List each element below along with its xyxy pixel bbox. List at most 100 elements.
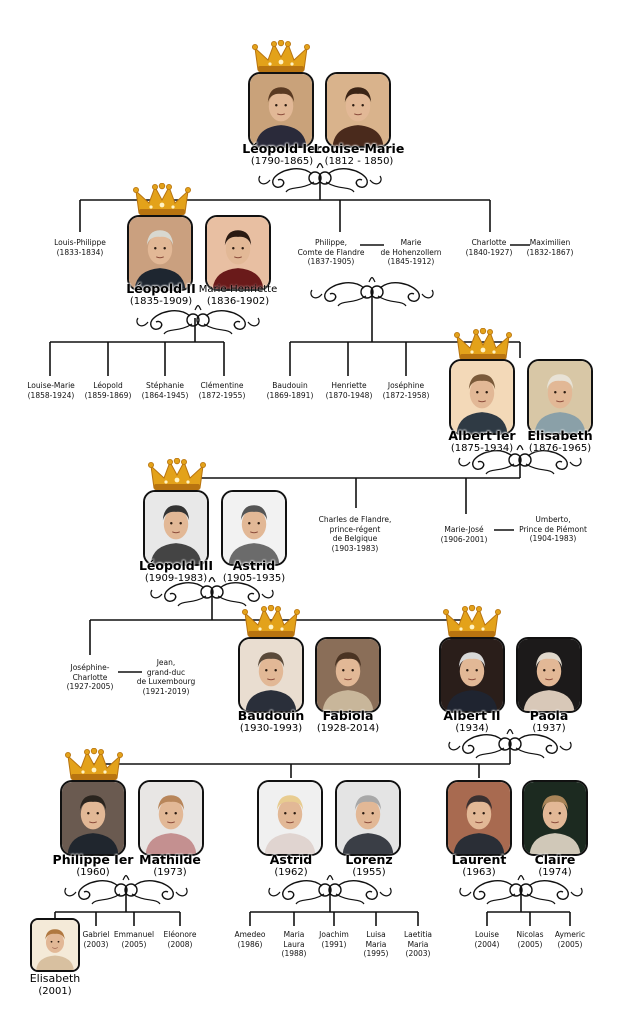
child-flandre-2: Joséphine (1872-1958) [383,381,430,400]
portrait-icon [145,492,207,564]
portrait-icon [448,782,510,854]
charlotte: Charlotte (1840-1927) [466,238,513,257]
child-flandre-0: Baudouin (1869-1891) [267,381,314,400]
name-leopold-3: Léopold III [139,559,213,573]
portrait-icon [140,782,202,854]
portrait-leopold-2 [127,215,193,291]
name-astrid: Astrid [270,853,313,867]
portrait-icon [240,639,302,711]
portrait-icon [529,361,591,433]
portrait-icon [524,782,586,854]
years-leopold-3: (1909-1983) [145,573,207,585]
portrait-icon [441,639,503,711]
portrait-icon [250,74,312,146]
portrait-lorenz [335,780,401,856]
marie-de-hohenzollern: Marie de Hohenzollern (1845-1912) [380,238,441,267]
years-astrid: (1962) [274,867,307,879]
name-paola: Paola [530,709,569,723]
name-baudouin: Baudouin [238,709,304,723]
years-philippe: (1960) [76,867,109,879]
portrait-icon [337,782,399,854]
portrait-icon [317,639,379,711]
name-philippe: Philippe Ier [53,853,134,867]
name-leopold-1: Léopold Ier [242,142,321,156]
child-flandre-1: Henriette (1870-1948) [326,381,373,400]
charles-de-flandre: Charles de Flandre, prince-régent de Bel… [319,515,392,553]
years-claire: (1974) [538,867,571,879]
portrait-icon [518,639,580,711]
name-louise-marie: Louise-Marie [314,142,405,156]
child-laurent-1: Nicolas (2005) [517,930,544,949]
child-astrid-1: Maria Laura (1988) [282,930,307,959]
name-mathilde: Mathilde [139,853,201,867]
years-elisabeth: (2001) [38,986,71,998]
child-leopold2-1: Léopold (1859-1869) [85,381,132,400]
portrait-astrid-sweden [221,490,287,566]
jean-de-luxembourg: Jean, grand-duc de Luxembourg (1921-2019… [137,658,196,696]
portrait-astrid [257,780,323,856]
child-astrid-4: Laetitia Maria (2003) [404,930,432,959]
portrait-louise-marie [325,72,391,148]
josephine-charlotte: Joséphine- Charlotte (1927-2005) [67,663,114,692]
name-laurent: Laurent [452,853,507,867]
portrait-laurent [446,780,512,856]
portrait-elisabeth-bavaria [527,359,593,435]
name-albert-1: Albert Ier [448,429,515,443]
child-astrid-0: Amedeo (1986) [234,930,265,949]
child-leopold2-2: Stéphanie (1864-1945) [142,381,189,400]
philippe-comte-de-flandre: Philippe, Comte de Flandre (1837-1905) [298,238,365,267]
name-astrid-sweden: Astrid [233,559,276,573]
portrait-mathilde [138,780,204,856]
name-elisabeth-bavaria: Elisabeth [527,429,592,443]
portrait-elisabeth [30,918,80,972]
name-claire: Claire [535,853,576,867]
portrait-albert-1 [449,359,515,435]
portrait-baudouin [238,637,304,713]
portrait-marie-henriette [205,215,271,291]
portrait-paola [516,637,582,713]
portrait-icon [129,217,191,289]
name-elisabeth: Elisabeth [30,973,81,985]
years-lorenz: (1955) [352,867,385,879]
portrait-icon [62,782,124,854]
portrait-icon [32,920,78,970]
name-leopold-2: Léopold II [126,282,195,296]
portrait-icon [259,782,321,854]
years-leopold-1: (1790-1865) [251,156,313,168]
louis-philippe: Louis-Philippe (1833-1834) [54,238,106,257]
child-laurent-2: Aymeric (2005) [555,930,585,949]
child-astrid-3: Luisa Maria (1995) [364,930,389,959]
child-leopold2-0: Louise-Marie (1858-1924) [27,381,75,400]
years-albert-2: (1934) [455,723,488,735]
portrait-leopold-1 [248,72,314,148]
years-albert-1: (1875-1934) [451,443,513,455]
years-elisabeth-bavaria: (1876-1965) [529,443,591,455]
portrait-leopold-3 [143,490,209,566]
maximilien: Maximilien (1832-1867) [527,238,574,257]
years-louise-marie: (1812 - 1850) [325,156,394,168]
portrait-philippe [60,780,126,856]
years-mathilde: (1973) [153,867,186,879]
years-astrid-sweden: (1905-1935) [223,573,285,585]
portrait-icon [207,217,269,289]
child-astrid-2: Joachim (1991) [319,930,349,949]
years-marie-henriette: (1836-1902) [207,296,269,308]
portrait-fabiola [315,637,381,713]
child-philippe-1: Emmanuel (2005) [114,930,154,949]
portrait-icon [223,492,285,564]
name-albert-2: Albert II [443,709,500,723]
portrait-claire [522,780,588,856]
portrait-albert-2 [439,637,505,713]
years-fabiola: (1928-2014) [317,723,379,735]
portrait-icon [451,361,513,433]
years-laurent: (1963) [462,867,495,879]
child-laurent-0: Louise (2004) [475,930,500,949]
name-marie-henriette: Marie-Henriette [199,284,277,296]
name-fabiola: Fabiola [323,709,374,723]
child-philippe-2: Eléonore (2008) [164,930,197,949]
marie-jose: Marie-José (1906-2001) [441,525,488,544]
child-philippe-0: Gabriel (2003) [82,930,109,949]
umberto: Umberto, Prince de Piémont (1904-1983) [519,515,587,544]
years-baudouin: (1930-1993) [240,723,302,735]
